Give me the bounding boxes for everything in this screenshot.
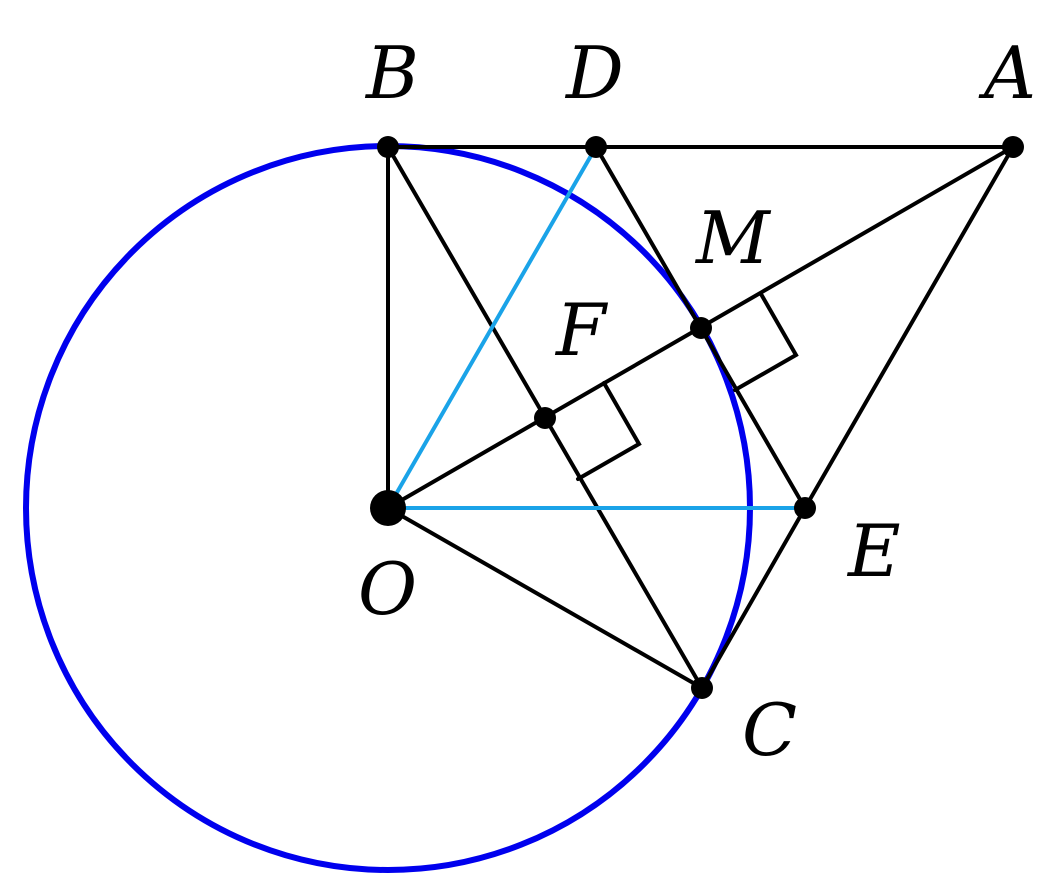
point-a	[1002, 136, 1024, 158]
label-f: F	[554, 288, 609, 372]
point-o	[370, 490, 406, 526]
label-o: O	[358, 547, 417, 631]
point-m	[690, 317, 712, 339]
label-c: C	[742, 688, 797, 772]
segment-ec	[700, 506, 807, 690]
point-markers	[370, 136, 1024, 699]
segment-ae	[803, 145, 1015, 510]
point-d	[585, 136, 607, 158]
label-b: B	[364, 31, 419, 115]
highlight-segments	[386, 145, 807, 510]
label-e: E	[846, 509, 901, 593]
point-c	[691, 677, 713, 699]
point-b	[377, 136, 399, 158]
label-a: A	[978, 31, 1036, 115]
segment-od	[386, 145, 598, 510]
point-e	[794, 497, 816, 519]
segment-oc	[386, 506, 704, 690]
right-angle-mark-m	[733, 292, 799, 392]
label-d: D	[564, 31, 624, 115]
point-f	[534, 407, 556, 429]
right-angle-mark-f	[576, 381, 642, 481]
label-m: M	[694, 196, 772, 280]
